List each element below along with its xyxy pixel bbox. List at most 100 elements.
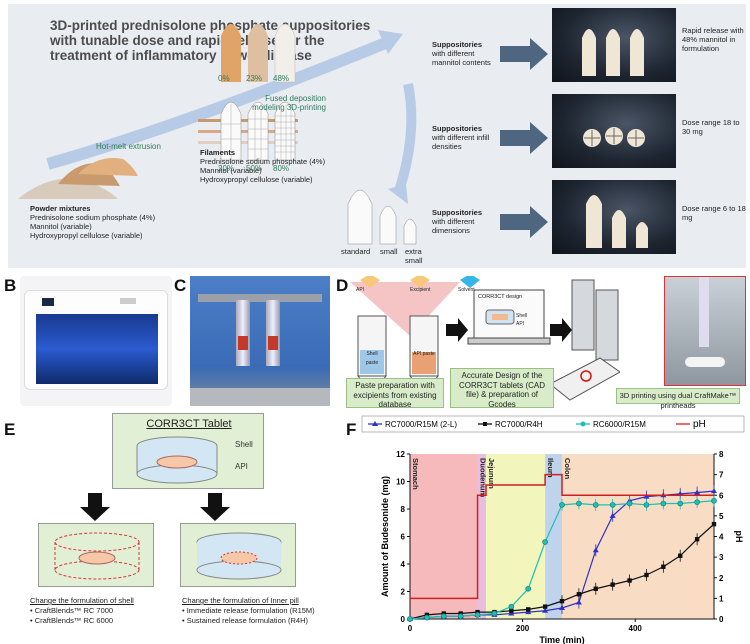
- shell-paste-label: Shell paste: [365, 351, 379, 366]
- panel-a-graphics: [18, 23, 548, 245]
- data-point: [474, 612, 481, 618]
- data-point: [711, 521, 717, 527]
- arrow-row-2: [500, 122, 548, 154]
- infill-label: 80%: [273, 164, 290, 173]
- data-point: [525, 609, 532, 615]
- data-point: [457, 613, 464, 620]
- data-point: [660, 500, 667, 507]
- data-point: [643, 493, 650, 499]
- printer-photo: [20, 276, 172, 406]
- data-point: [661, 564, 666, 569]
- printer-window: [36, 314, 158, 384]
- y-tick-label: 6: [401, 533, 406, 542]
- data-point: [509, 608, 514, 613]
- data-point: [526, 607, 531, 612]
- region-label: Jejunum: [487, 458, 496, 489]
- data-point: [576, 500, 582, 507]
- data-point: [694, 499, 700, 505]
- data-point: [610, 582, 615, 587]
- data-point: [491, 610, 498, 617]
- y-tick-label: 10: [396, 478, 405, 487]
- arrow-row-1: [500, 38, 548, 70]
- panel-label-d: D: [336, 276, 349, 295]
- panel-label-f: F: [346, 420, 357, 439]
- y2-tick-label: 3: [719, 553, 724, 562]
- legend-label: RC7000/R4H: [495, 420, 543, 429]
- data-point: [644, 572, 649, 578]
- printhead-photo: [190, 276, 330, 406]
- printhead-2: [595, 289, 619, 361]
- y2-axis-label: pH: [734, 531, 744, 543]
- data-point: [576, 592, 582, 597]
- y2-tick-label: 5: [719, 512, 724, 521]
- data-point: [609, 502, 616, 508]
- data-point: [592, 502, 599, 508]
- data-point: [407, 616, 413, 622]
- excipient-label: Excipient: [410, 287, 431, 293]
- inner-pill-item: • Immediate release formulation (R15M): [182, 606, 315, 615]
- shell-formulation-list: Change the formulation of shell • CraftB…: [30, 596, 180, 626]
- data-point: [542, 604, 548, 609]
- size-label: standard: [341, 247, 371, 256]
- data-point: [643, 502, 650, 508]
- process-arrowhead: [378, 30, 403, 54]
- data-point: [559, 605, 565, 610]
- suppository-infill-50: [247, 101, 269, 161]
- filaments-text: Filaments Prednisolone sodium phosphate …: [200, 148, 325, 184]
- data-point: [542, 607, 549, 613]
- data-point: [525, 585, 532, 592]
- panel-a: 3D-printed prednisolone phosphate suppos…: [8, 4, 746, 268]
- region-colon: [562, 454, 714, 619]
- powder-line: Prednisolone sodium phosphate (4%): [30, 213, 156, 222]
- size-label: extra small: [405, 247, 423, 265]
- legend-label: pH: [693, 419, 706, 430]
- data-point: [559, 598, 565, 604]
- panel-label-b: B: [4, 276, 17, 295]
- data-point: [593, 586, 598, 591]
- x-tick-label: 0: [408, 624, 413, 633]
- data-point: [626, 500, 633, 507]
- y2-tick-label: 1: [719, 594, 724, 603]
- legend-label: RC7000/R15M (2-L): [385, 420, 457, 429]
- step-design: Accurate Design of the CORR3CT tablets (…: [450, 368, 554, 409]
- fdm-label: Fused deposition modeling 3D-printing: [252, 94, 326, 112]
- design-shell: Shell: [516, 313, 528, 319]
- row-3-result: Dose range 6 to 18 mg: [682, 204, 746, 222]
- arrow-1: [446, 318, 468, 342]
- infill-label: 50%: [246, 164, 263, 173]
- powder-heading: Powder mixtures: [30, 204, 91, 213]
- data-point: [424, 614, 430, 621]
- inner-pill-heading: Change the formulation of Inner pill: [182, 596, 299, 605]
- data-point: [508, 603, 515, 610]
- y2-tick-label: 4: [719, 533, 724, 542]
- y2-tick-label: 0: [719, 615, 724, 624]
- region-label: Colon: [563, 458, 572, 480]
- region-label: Stomach: [411, 458, 420, 490]
- panel-e-arrows: [80, 493, 230, 521]
- y-tick-label: 2: [401, 588, 406, 597]
- inner-pill-formulation-list: Change the formulation of Inner pill • I…: [182, 596, 342, 626]
- data-point: [508, 610, 515, 616]
- filament-line: Mannitol (variable): [200, 166, 262, 175]
- filament-line: Prednisolone sodium phosphate (4%): [200, 157, 326, 166]
- design-title: CORR3CT design: [478, 294, 523, 300]
- photo-dimension-suppositories: [552, 180, 676, 254]
- shell-variant-box: [38, 523, 154, 587]
- x-axis-label: Time (min): [539, 635, 584, 644]
- data-point: [694, 489, 701, 495]
- region-ileum: [545, 454, 562, 619]
- printing-closeup-photo: [664, 276, 746, 386]
- y2-tick-label: 2: [719, 574, 724, 583]
- print-plate: [549, 357, 620, 401]
- region-label: Ileum: [546, 458, 555, 478]
- photo-mannitol-suppositories: [552, 8, 676, 82]
- legend-label: RC6000/R15M: [593, 420, 646, 429]
- data-point: [678, 553, 683, 558]
- x-tick-label: 200: [516, 624, 530, 633]
- powder-line: Mannitol (variable): [30, 222, 92, 231]
- powder-pile-3: [78, 158, 138, 176]
- series-line-ph: [410, 473, 714, 600]
- api-paste-label: API paste: [413, 351, 435, 357]
- data-point: [575, 599, 582, 605]
